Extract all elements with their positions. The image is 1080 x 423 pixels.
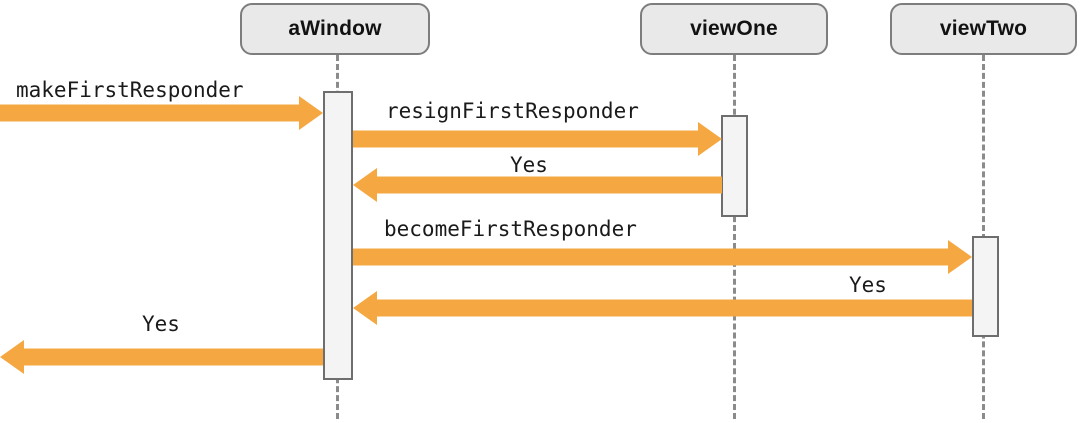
message-arrow-5 [0, 339, 323, 374]
message-label-2: Yes [510, 153, 548, 177]
participant-header-viewOne[interactable]: viewOne [640, 3, 828, 55]
arrow-shape [0, 339, 323, 374]
message-label-4: Yes [849, 273, 887, 297]
activation-bar-viewTwo [972, 236, 999, 337]
lifeline-viewOne [733, 55, 736, 419]
message-label-0: makeFirstResponder [16, 78, 244, 102]
message-label-5: Yes [142, 312, 180, 336]
message-label-1: resignFirstResponder [386, 99, 639, 123]
activation-bar-aWindow [323, 91, 353, 380]
message-label-3: becomeFirstResponder [384, 217, 637, 241]
arrow-shape [353, 239, 972, 274]
arrow-shape [353, 167, 722, 202]
activation-bar-viewOne [721, 115, 748, 217]
participant-label: viewTwo [939, 17, 1028, 40]
participant-label: viewOne [690, 17, 778, 40]
participant-header-aWindow[interactable]: aWindow [240, 3, 430, 55]
participant-label: aWindow [288, 17, 382, 40]
message-arrow-2 [353, 167, 722, 202]
message-arrow-0 [0, 95, 323, 130]
message-arrow-4 [353, 290, 972, 325]
arrow-shape [353, 121, 722, 156]
message-arrow-1 [353, 121, 722, 156]
arrow-shape [0, 95, 323, 130]
message-arrow-3 [353, 239, 972, 274]
arrow-shape [353, 290, 972, 325]
participant-header-viewTwo[interactable]: viewTwo [890, 3, 1077, 55]
